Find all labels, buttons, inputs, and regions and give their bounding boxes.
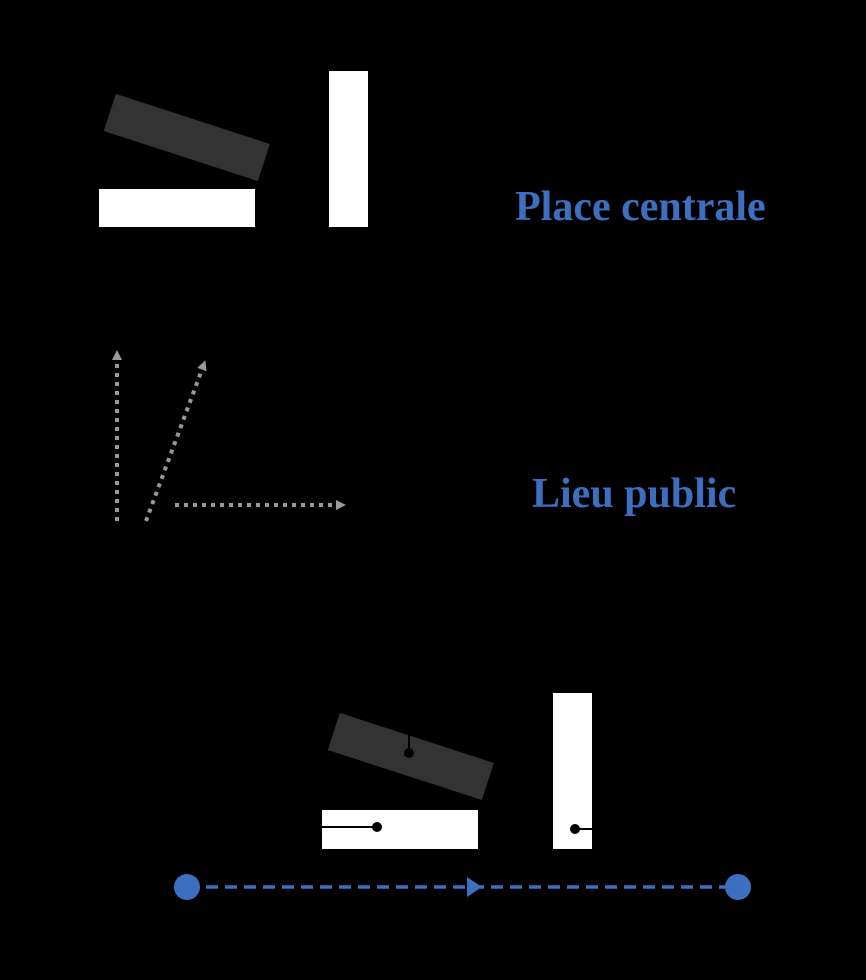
lieu-public-label: Lieu public bbox=[532, 471, 737, 517]
bottom-vertical-white-panel bbox=[553, 693, 592, 849]
dark-panel-pin-dot bbox=[404, 748, 414, 758]
timeline bbox=[174, 874, 751, 900]
top-vertical-white-panel bbox=[329, 71, 368, 227]
timeline-arrowhead bbox=[467, 877, 482, 897]
diagonal-dotted-arrow bbox=[144, 360, 207, 522]
flat-panel-pin-dot bbox=[372, 822, 382, 832]
bottom-panel-group bbox=[322, 693, 592, 849]
dotted-arrow-group bbox=[112, 350, 346, 522]
top-flat-white-panel bbox=[99, 189, 255, 227]
timeline-start-dot bbox=[174, 874, 200, 900]
top-panel-group bbox=[99, 71, 368, 227]
vertical-panel-pin-dot bbox=[570, 824, 580, 834]
timeline-end-dot bbox=[725, 874, 751, 900]
bottom-flat-white-panel bbox=[322, 810, 478, 849]
top-tilted-dark-panel bbox=[103, 93, 270, 182]
place-centrale-label: Place centrale bbox=[515, 184, 766, 230]
